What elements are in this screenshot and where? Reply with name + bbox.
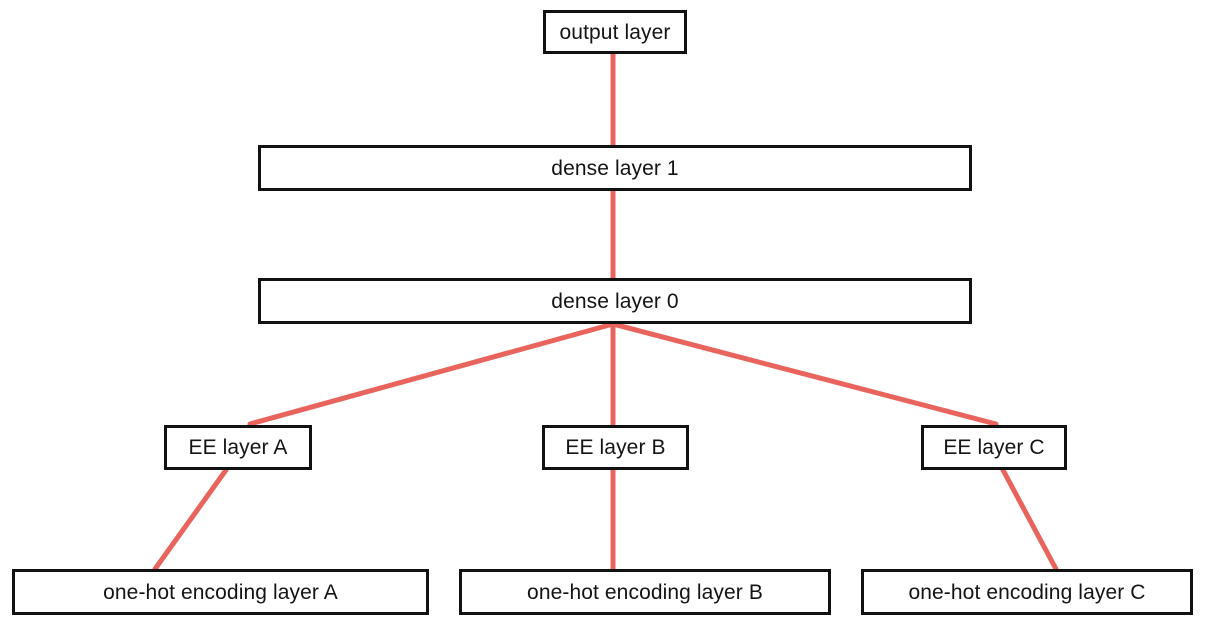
node-dense-layer-1-label: dense layer 1 bbox=[551, 156, 679, 180]
edge-eec-to-ohc bbox=[1000, 467, 1059, 572]
node-onehot-layer-c-label: one-hot encoding layer C bbox=[908, 580, 1146, 604]
node-onehot-layer-b: one-hot encoding layer B bbox=[459, 569, 831, 615]
node-dense-layer-1: dense layer 1 bbox=[258, 145, 972, 191]
node-onehot-layer-a-label: one-hot encoding layer A bbox=[103, 580, 338, 604]
edge-dense0-to-eec bbox=[610, 321, 999, 427]
edge-eea-to-oha bbox=[152, 467, 229, 572]
node-dense-layer-0: dense layer 0 bbox=[258, 278, 972, 324]
node-ee-layer-a-label: EE layer A bbox=[188, 436, 288, 459]
node-ee-layer-b-label: EE layer B bbox=[565, 436, 666, 459]
node-onehot-layer-b-label: one-hot encoding layer B bbox=[527, 580, 763, 604]
node-ee-layer-b: EE layer B bbox=[542, 425, 689, 470]
node-output-layer-label: output layer bbox=[559, 20, 671, 44]
node-ee-layer-c-label: EE layer C bbox=[943, 436, 1045, 459]
node-onehot-layer-c: one-hot encoding layer C bbox=[861, 569, 1193, 615]
node-dense-layer-0-label: dense layer 0 bbox=[551, 289, 679, 313]
edge-dense0-to-eea bbox=[247, 321, 616, 427]
node-ee-layer-a: EE layer A bbox=[164, 425, 312, 470]
node-ee-layer-c: EE layer C bbox=[921, 425, 1067, 470]
node-output-layer: output layer bbox=[543, 10, 687, 54]
node-onehot-layer-a: one-hot encoding layer A bbox=[12, 569, 429, 615]
